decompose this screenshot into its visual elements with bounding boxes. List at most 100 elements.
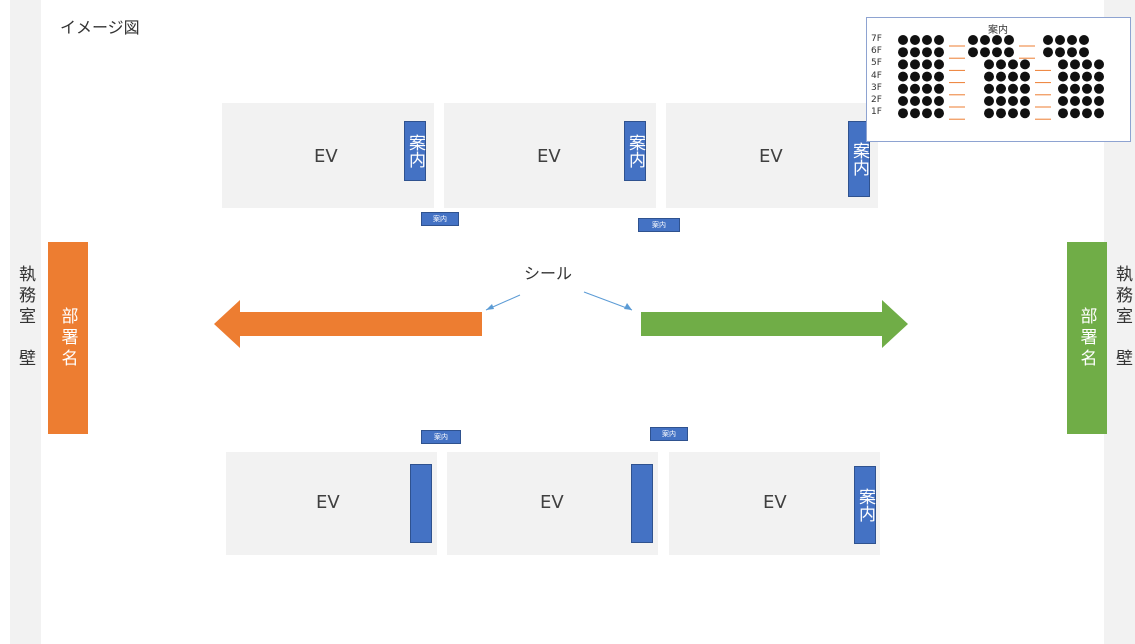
- directory-floor-label: 5F: [871, 58, 882, 69]
- directory-dot: [996, 96, 1006, 106]
- right-direction-arrow: [641, 300, 908, 348]
- directory-floor-label: 1F: [871, 107, 882, 118]
- directory-dot: [898, 59, 908, 70]
- directory-dot: [1070, 108, 1080, 119]
- guide-sign: 案内: [854, 466, 876, 544]
- left-wall-label: 執務室 壁: [15, 265, 35, 370]
- directory-dot: [898, 108, 908, 119]
- directory-dot: [922, 47, 932, 58]
- directory-dot: [1004, 35, 1014, 45]
- directory-dot: [1020, 83, 1030, 94]
- directory-dot: [1020, 59, 1030, 70]
- directory-header: 案内: [988, 25, 1008, 36]
- floor-guide-chip: 案内: [650, 427, 688, 441]
- directory-dot: [922, 83, 932, 94]
- directory-dot: [898, 83, 908, 94]
- directory-dot: [1082, 83, 1092, 94]
- directory-dot: [1067, 35, 1077, 45]
- directory-floor-label: 3F: [871, 82, 882, 93]
- floor-guide-chip: 案内: [421, 212, 459, 226]
- directory-dot: [968, 47, 978, 58]
- left-wall: [10, 0, 41, 644]
- elevator-label: EV: [316, 492, 340, 513]
- directory-dot: [1082, 71, 1092, 82]
- directory-dot: [1008, 108, 1018, 119]
- directory-dot: [1094, 71, 1104, 82]
- page-title: イメージ図: [60, 18, 140, 37]
- left-direction-arrow: [214, 300, 482, 348]
- directory-dot: [910, 96, 920, 106]
- directory-dot: [1079, 35, 1089, 45]
- directory-dot: [1058, 59, 1068, 70]
- directory-dot: [968, 35, 978, 45]
- directory-dot: [910, 108, 920, 119]
- directory-dot: [1055, 35, 1065, 45]
- directory-dot: [910, 83, 920, 94]
- directory-dot: [996, 71, 1006, 82]
- directory-dot: [1043, 35, 1053, 45]
- directory-dot: [1020, 96, 1030, 106]
- directory-dot: [1020, 108, 1030, 119]
- elevator-bottom-2: EV: [447, 452, 658, 555]
- elevator-top-1: EV 案内: [222, 103, 434, 208]
- directory-dot: [1004, 47, 1014, 58]
- directory-dot: [1058, 108, 1068, 119]
- directory-dot: [996, 83, 1006, 94]
- directory-dot: [1058, 83, 1068, 94]
- directory-dot: [898, 47, 908, 58]
- directory-dot: [1043, 47, 1053, 58]
- guide-sign: 案内: [848, 121, 870, 197]
- directory-dot: [980, 47, 990, 58]
- guide-sign-blank: [410, 464, 432, 543]
- seal-callout-head-right: [624, 303, 632, 310]
- directory-floor-label: 4F: [871, 70, 882, 81]
- directory-floor-label: 7F: [871, 34, 882, 44]
- directory-dot: [1058, 96, 1068, 106]
- directory-dot: [1070, 83, 1080, 94]
- directory-dot: [922, 35, 932, 45]
- elevator-label: EV: [540, 492, 564, 513]
- directory-dot: [1067, 47, 1077, 58]
- elevator-top-3: EV 案内: [666, 103, 878, 208]
- directory-dot: [910, 59, 920, 70]
- directory-dot: [984, 83, 994, 94]
- directory-dot: [934, 59, 944, 70]
- directory-dot: [898, 71, 908, 82]
- directory-dot: [922, 108, 932, 119]
- directory-dot: [996, 108, 1006, 119]
- guide-sign-blank: [631, 464, 653, 543]
- directory-floor-label: 2F: [871, 95, 882, 105]
- directory-dot: [1082, 59, 1092, 70]
- directory-floor-label: 6F: [871, 46, 882, 57]
- directory-dot: [1070, 59, 1080, 70]
- directory-dot: [1020, 71, 1030, 82]
- directory-dot: [992, 35, 1002, 45]
- elevator-bottom-1: EV: [226, 452, 437, 555]
- directory-dot: [922, 71, 932, 82]
- directory-dot: [1070, 71, 1080, 82]
- directory-dot: [934, 35, 944, 45]
- directory-dot: [898, 35, 908, 45]
- directory-dot: [1008, 96, 1018, 106]
- directory-dot: [1094, 96, 1104, 106]
- directory-dot: [1008, 59, 1018, 70]
- elevator-top-2: EV 案内: [444, 103, 656, 208]
- guide-sign: 案内: [624, 121, 646, 181]
- elevator-label: EV: [314, 146, 338, 167]
- right-department-sign: 部署名: [1067, 242, 1107, 434]
- directory-dot: [996, 59, 1006, 70]
- floor-guide-chip: 案内: [638, 218, 680, 232]
- seal-label: シール: [524, 264, 573, 283]
- directory-dot: [984, 96, 994, 106]
- directory-dots: [898, 35, 1104, 120]
- directory-dot: [1058, 71, 1068, 82]
- elevator-label: EV: [763, 492, 787, 513]
- directory-dot: [1094, 59, 1104, 70]
- directory-dot: [992, 47, 1002, 58]
- floor-guide-chip: 案内: [421, 430, 461, 444]
- directory-dot: [922, 96, 932, 106]
- directory-dot: [984, 108, 994, 119]
- directory-dot: [1070, 96, 1080, 106]
- seal-callout-head-left: [486, 304, 494, 310]
